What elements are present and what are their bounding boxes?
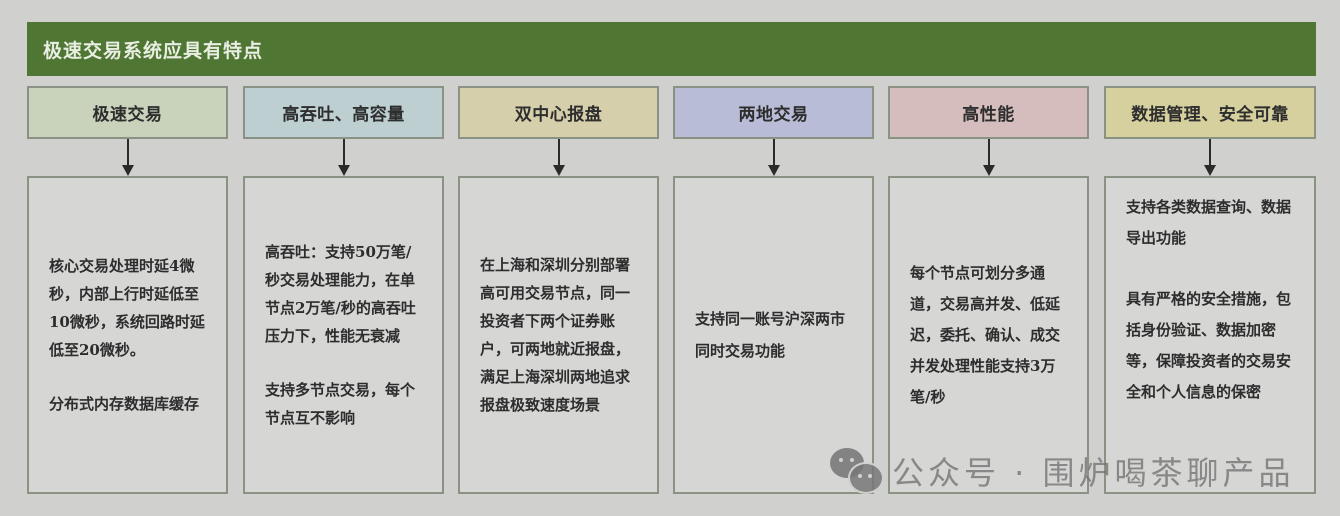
feature-header: 数据管理、安全可靠 — [1104, 86, 1316, 139]
feature-column-dual-center: 双中心报盘 在上海和深圳分别部署高可用交易节点，同一投资者下两个证券账户，可两地… — [458, 86, 659, 494]
feature-header-label: 高性能 — [962, 105, 1015, 125]
feature-detail-box: 支持同一账号沪深两市同时交易功能 — [673, 176, 874, 494]
feature-column-data-security: 数据管理、安全可靠 支持各类数据查询、数据导出功能 具有严格的安全措施，包括身份… — [1104, 86, 1316, 494]
feature-header: 极速交易 — [27, 86, 228, 139]
feature-detail-text: 支持同一账号沪深两市同时交易功能 — [695, 310, 846, 360]
down-arrow-icon — [1104, 139, 1316, 176]
feature-detail-text: 高吞吐：支持50万笔/秒交易处理能力，在单节点2万笔/秒的高吞吐压力下，性能无衰… — [265, 243, 416, 345]
down-arrow-icon — [243, 139, 444, 176]
feature-header: 高性能 — [888, 86, 1089, 139]
feature-detail-box: 核心交易处理时延4微秒，内部上行时延低至10微秒，系统回路时延低至20微秒。 分… — [27, 176, 228, 494]
feature-column-high-throughput: 高吞吐、高容量 高吞吐：支持50万笔/秒交易处理能力，在单节点2万笔/秒的高吞吐… — [243, 86, 444, 494]
feature-header: 双中心报盘 — [458, 86, 659, 139]
down-arrow-icon — [458, 139, 659, 176]
down-arrow-icon — [673, 139, 874, 176]
feature-column-ultra-fast-trading: 极速交易 核心交易处理时延4微秒，内部上行时延低至10微秒，系统回路时延低至20… — [27, 86, 228, 494]
feature-detail-text: 支持多节点交易，每个节点互不影响 — [265, 381, 416, 427]
feature-header: 两地交易 — [673, 86, 874, 139]
feature-detail-text: 在上海和深圳分别部署高可用交易节点，同一投资者下两个证券账户，可两地就近报盘，满… — [480, 256, 631, 414]
feature-detail-text: 具有严格的安全措施，包括身份验证、数据加密等，保障投资者的交易安全和个人信息的保… — [1126, 290, 1292, 401]
feature-column-high-performance: 高性能 每个节点可划分多通道，交易高并发、低延迟，委托、确认、成交并发处理性能支… — [888, 86, 1089, 494]
down-arrow-icon — [27, 139, 228, 176]
feature-detail-box: 高吞吐：支持50万笔/秒交易处理能力，在单节点2万笔/秒的高吞吐压力下，性能无衰… — [243, 176, 444, 494]
title-bar: 极速交易系统应具有特点 — [27, 22, 1316, 76]
feature-header: 高吞吐、高容量 — [243, 86, 444, 139]
feature-header-label: 极速交易 — [92, 105, 163, 125]
down-arrow-icon — [888, 139, 1089, 176]
feature-header-label: 高吞吐、高容量 — [282, 105, 405, 125]
feature-header-label: 双中心报盘 — [514, 105, 603, 125]
feature-detail-text: 每个节点可划分多通道，交易高并发、低延迟，委托、确认、成交并发处理性能支持3万笔… — [910, 263, 1061, 406]
feature-header-label: 两地交易 — [738, 105, 809, 125]
feature-detail-text: 支持各类数据查询、数据导出功能 — [1126, 198, 1292, 247]
feature-column-two-markets: 两地交易 支持同一账号沪深两市同时交易功能 — [673, 86, 874, 494]
feature-detail-box: 支持各类数据查询、数据导出功能 具有严格的安全措施，包括身份验证、数据加密等，保… — [1104, 176, 1316, 494]
feature-detail-box: 每个节点可划分多通道，交易高并发、低延迟，委托、确认、成交并发处理性能支持3万笔… — [888, 176, 1089, 494]
feature-detail-box: 在上海和深圳分别部署高可用交易节点，同一投资者下两个证券账户，可两地就近报盘，满… — [458, 176, 659, 494]
feature-header-label: 数据管理、安全可靠 — [1131, 105, 1289, 125]
feature-detail-text: 核心交易处理时延4微秒，内部上行时延低至10微秒，系统回路时延低至20微秒。 — [49, 257, 205, 359]
diagram-title: 极速交易系统应具有特点 — [43, 39, 264, 62]
feature-detail-text: 分布式内存数据库缓存 — [49, 395, 200, 413]
